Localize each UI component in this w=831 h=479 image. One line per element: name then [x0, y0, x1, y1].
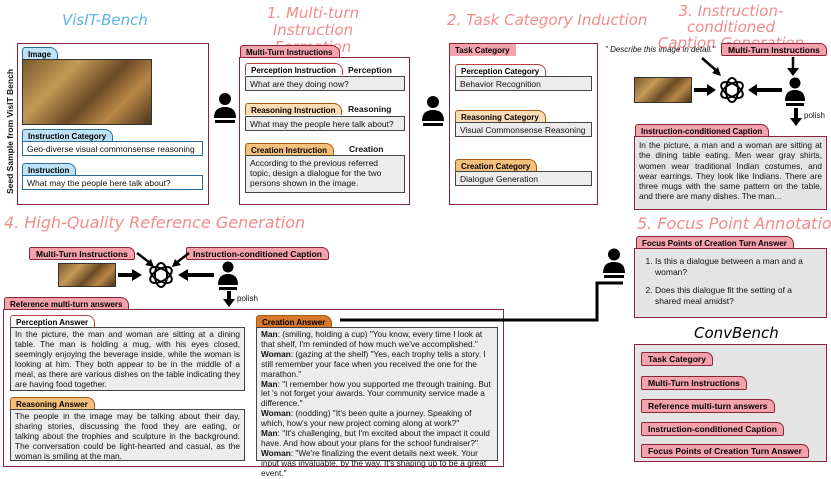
focus-point-item: Does this dialogue fit the setting of a … — [655, 285, 820, 306]
dialogue-line: Woman: (gazing at the shelf) "Yes, each … — [261, 348, 493, 380]
step4-title: 4. High-Quality Reference Generation — [4, 213, 306, 232]
openai-logo-icon — [149, 262, 173, 288]
annotator-person-icon — [422, 96, 444, 126]
dialogue-text: : "We're finalizing the event details ne… — [261, 447, 487, 478]
polish-label: polish — [237, 294, 258, 303]
reasoning-category-tab: Reasoning Category — [455, 110, 546, 122]
perception-answer-text: In the picture, the man and woman are si… — [10, 327, 245, 391]
dialogue-text: : (smiling, holding a cup) "You know, ev… — [261, 329, 483, 349]
reasoning-instruction-tab: Reasoning Instruction — [245, 103, 343, 115]
reference-answers-tab: Reference multi-turn answers — [4, 297, 130, 309]
caption-input-image — [634, 77, 692, 103]
convbench-item: Instruction-conditioned Caption — [641, 422, 784, 436]
creation-category-tab: Creation Category — [455, 159, 538, 171]
arrow-icon — [701, 57, 721, 76]
describe-prompt: " Describe this image in detail." — [605, 45, 716, 54]
arrow-icon — [136, 252, 154, 267]
dialogue-speaker: Woman — [261, 348, 291, 359]
annotator-person-icon — [218, 261, 238, 290]
arrow-icon — [118, 269, 142, 281]
visit-bench-title: VisIT-Bench — [62, 11, 148, 29]
convbench-title: ConvBench — [694, 324, 779, 342]
creation-instruction-text: According to the previous referred topic… — [245, 155, 405, 193]
seed-category-value: Geo-diverse visual commonsense reasoning — [22, 141, 203, 156]
perception-label: Perception — [348, 65, 392, 75]
caption-box: In the picture, a man and a woman are si… — [634, 136, 827, 210]
arrow-icon — [748, 84, 782, 96]
focus-points-list: Is this a dialogue between a man and a w… — [639, 256, 820, 306]
reasoning-instruction-text: What may the people here talk about? — [245, 116, 405, 131]
polish-label: polish — [804, 111, 825, 120]
dialogue-text: : (nodding) "It's been quite a journey. … — [261, 408, 472, 429]
perception-instruction-tab: Perception Instruction — [245, 63, 343, 75]
annotator-person-icon — [785, 77, 805, 106]
creation-answer-tab: Creation Answer — [256, 315, 333, 327]
connector-line — [340, 281, 623, 322]
dialogue-text: : (gazing at the shelf) "Yes, each troph… — [261, 348, 486, 379]
dialogue-speaker: Man — [261, 329, 278, 339]
arrow-icon — [172, 252, 190, 267]
dialogue-speaker: Woman — [261, 408, 291, 419]
openai-logo-icon — [720, 77, 744, 103]
focus-points-tab: Focus Points of Creation Turn Answer — [636, 236, 794, 248]
creation-category-text: Dialogue Generation — [455, 171, 592, 186]
convbench-item: Task Category — [641, 352, 713, 366]
perception-category-tab: Perception Category — [455, 64, 547, 76]
annotator-person-icon — [214, 93, 236, 123]
dialogue-speaker: Woman — [261, 447, 291, 458]
creation-label: Creation — [349, 144, 384, 154]
caption-tab: Instruction-conditioned Caption — [635, 124, 770, 136]
arrow-icon — [178, 269, 214, 281]
convbench-item: Reference multi-turn answers — [641, 399, 775, 413]
step5-title: 5. Focus Point Annotation — [637, 214, 831, 233]
seed-instruction-tab: Instruction — [22, 163, 77, 175]
seed-instruction-value: What may the people here talk about? — [22, 175, 203, 190]
dialogue: Man: (smiling, holding a cup) "You know,… — [261, 329, 493, 479]
dialogue-line: Woman: "We're finalizing the event detai… — [261, 447, 493, 479]
caption-text: In the picture, a man and a woman are si… — [639, 140, 822, 202]
dialogue-speaker: Man — [261, 428, 278, 439]
reasoning-label: Reasoning — [348, 104, 392, 114]
annotator-person-icon — [603, 248, 625, 278]
dialogue-line: Man: (smiling, holding a cup) "You know,… — [261, 329, 493, 350]
dialogue-line: Man: "I remember how you supported me th… — [261, 378, 493, 410]
perception-instruction-text: What are they doing now? — [245, 76, 405, 91]
convbench-item: Multi-Turn Instructions — [641, 376, 747, 390]
creation-answer-box: Man: (smiling, holding a cup) "You know,… — [256, 327, 498, 478]
dialogue-line: Man: "It's challenging, but I'm excited … — [261, 428, 493, 449]
reasoning-answer-tab: Reasoning Answer — [10, 397, 95, 409]
multiturn-instructions-tag: Multi-Turn Instructions — [721, 43, 827, 56]
perception-answer-tab: Perception Answer — [10, 315, 96, 327]
seed-category-tab: Instruction Category — [22, 129, 114, 141]
reasoning-category-text: Visual Commonsense Reasoning — [455, 122, 592, 137]
focus-points-box: Is this a dialogue between a man and a w… — [634, 248, 827, 318]
creation-instruction-tab: Creation Instruction — [245, 143, 335, 155]
step2-title: 2. Task Category Induction — [447, 11, 648, 29]
dialogue-text: : "It's challenging, but I'm excited abo… — [261, 428, 490, 448]
multiturn-tab: Multi-Turn Instructions — [240, 45, 340, 57]
focus-point-item: Is this a dialogue between a man and a w… — [655, 256, 820, 277]
dialogue-text: : "I remember how you supported me throu… — [261, 378, 491, 409]
seed-image — [22, 59, 152, 125]
reasoning-answer-text: The people in the image may be talking a… — [10, 409, 245, 461]
arrow-icon — [790, 108, 802, 126]
arrow-icon — [787, 57, 799, 76]
dialogue-line: Woman: (nodding) "It's been quite a jour… — [261, 408, 493, 429]
convbench-item: Focus Points of Creation Turn Answer — [641, 444, 809, 458]
seed-side-label: Seed Sample from VisIT Bench — [5, 68, 15, 194]
task-category-tab: Task Category — [450, 44, 516, 56]
seed-image-tab: Image — [22, 47, 59, 59]
arrow-icon — [694, 84, 716, 96]
dialogue-speaker: Man — [261, 378, 278, 389]
multiturn-instructions-tag: Multi-Turn Instructions — [29, 247, 135, 260]
arrow-icon — [223, 291, 235, 307]
reference-input-image — [58, 263, 116, 287]
perception-category-text: Behavior Recognition — [455, 76, 592, 91]
instruction-caption-tag: Instruction-conditioned Caption — [186, 247, 329, 260]
